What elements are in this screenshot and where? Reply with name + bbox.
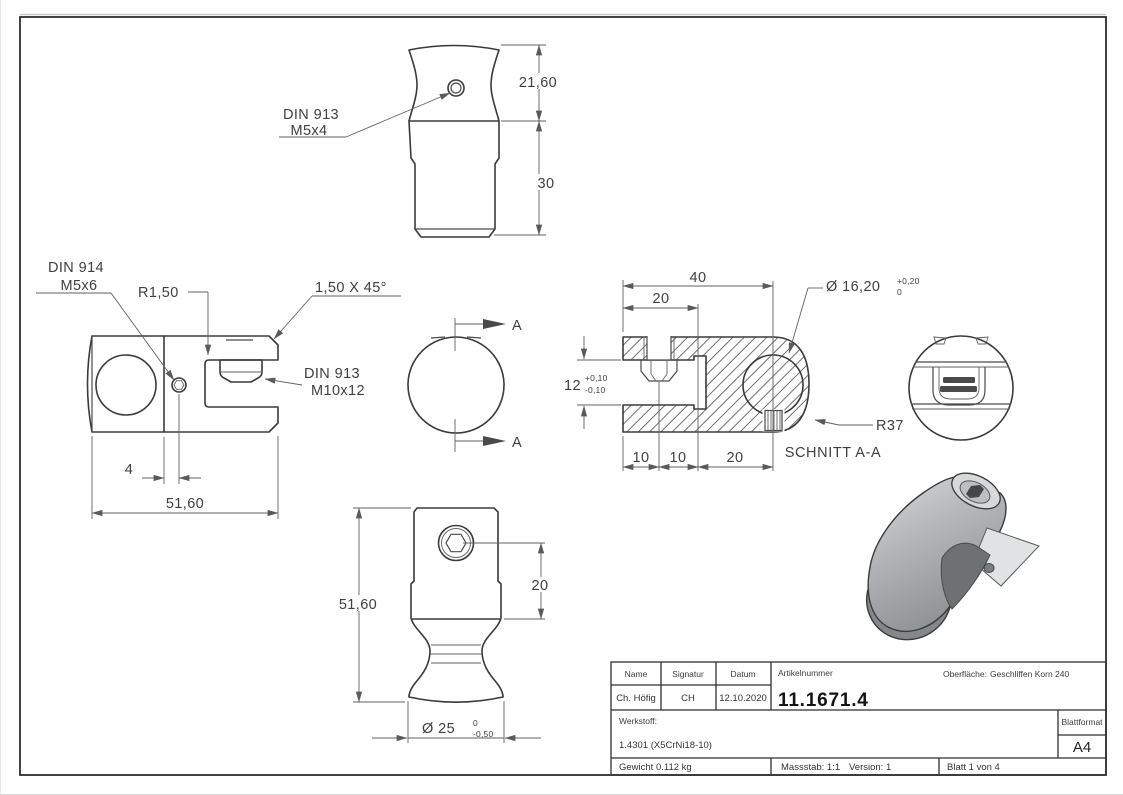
section-cut-view: A A: [407, 318, 522, 452]
leader-chamfer: 1,50 X 45°: [315, 280, 387, 296]
tb-version: Version: 1: [849, 762, 891, 773]
dim-radius-r37: R37: [876, 418, 904, 434]
dim-slot-12: 12: [564, 378, 581, 394]
tb-sheet: Blatt 1 von 4: [947, 762, 1000, 773]
tb-material-label: Werkstoff:: [619, 716, 657, 726]
section-title: SCHNITT A-A: [785, 445, 882, 461]
hex-socket: [966, 485, 984, 498]
tb-header-signature: Signatur: [672, 669, 704, 679]
leader-din913-m10-line1: DIN 913: [304, 366, 360, 382]
hole-tol-zero: 0: [897, 287, 902, 297]
title-block: Name Signatur Datum Artikelnummer Oberfl…: [610, 661, 1107, 776]
leader-din913-m5x4-line2: M5x4: [290, 123, 327, 139]
tb-sheet-format-label: Blattformat: [1061, 717, 1103, 727]
engraving-mark: [940, 386, 977, 392]
dim-half-20: 20: [653, 291, 670, 307]
tb-weight: Gewicht 0.112 kg: [619, 762, 692, 773]
section-view: 40 20 12 +0,10 -0,10 Ø 16,20 +0,20 0 R37…: [564, 270, 920, 471]
tb-surface-label: Oberfläche:: [943, 669, 987, 679]
dia-tol-bottom: -0,50: [473, 729, 493, 739]
section-arrow-top: [483, 319, 506, 329]
leader-din914-line2: M5x6: [60, 278, 97, 294]
dia-tol-top: 0: [473, 718, 478, 728]
sheet-border: [19, 13, 1107, 776]
dim-b2-10: 10: [670, 450, 687, 466]
leader-din914-line1: DIN 914: [48, 260, 104, 276]
dim-body-height: 30: [538, 176, 555, 192]
tb-material-value: 1.4301 (X5CrNi18-10): [619, 740, 712, 751]
tb-scale: Massstab: 1:1: [781, 762, 840, 773]
tb-header-name: Name: [625, 669, 648, 679]
iso-3d-view: [865, 472, 1040, 641]
dim-dia-25: Ø 25: [422, 721, 455, 737]
dim-offset-4: 4: [125, 462, 133, 478]
section-label-a-bottom: A: [512, 435, 522, 451]
top-circle-view: [908, 335, 1014, 441]
front-view: 51,60 20 Ø 25 0 -0,50: [333, 507, 554, 743]
dim-hole-dia: Ø 16,20: [826, 279, 880, 295]
top-view: DIN 913 M5x4 21,60 30: [279, 44, 563, 238]
dim-b3-20: 20: [727, 450, 744, 466]
side-view: DIN 914 M5x6 R1,50 1,50 X 45° DIN 913 M1…: [36, 260, 401, 519]
section-arrow-bottom: [483, 436, 506, 446]
tb-header-article: Artikelnummer: [778, 668, 833, 678]
slot-tol-minus: -0,10: [585, 385, 605, 395]
tb-value-date: 12.10.2020: [719, 693, 767, 704]
leader-din913-m5x4-line1: DIN 913: [283, 107, 339, 123]
tb-sheet-format-value: A4: [1073, 739, 1091, 756]
dim-length-51-60: 51,60: [166, 496, 204, 512]
hole-tol-plus: +0,20: [897, 276, 920, 286]
leader-radius: R1,50: [138, 285, 179, 301]
dim-width-40: 40: [690, 270, 707, 286]
dim-neck-height: 21,60: [519, 75, 557, 91]
dim-screw-20: 20: [532, 578, 549, 594]
tb-surface-value: Geschliffen Korn 240: [990, 669, 1069, 679]
slot-tol-plus: +0,10: [585, 373, 608, 383]
section-label-a-top: A: [512, 318, 522, 334]
tb-value-signature: CH: [681, 693, 695, 704]
tb-value-name: Ch. Höfig: [616, 693, 656, 704]
dim-b1-10: 10: [633, 450, 650, 466]
tb-header-date: Datum: [730, 669, 755, 679]
leader-din913-m10-line2: M10x12: [311, 383, 365, 399]
engraving-mark: [943, 377, 975, 383]
tb-article-number: 11.1671.4: [778, 690, 869, 711]
dim-height-51-60: 51,60: [339, 597, 377, 613]
set-screw: [983, 563, 995, 573]
